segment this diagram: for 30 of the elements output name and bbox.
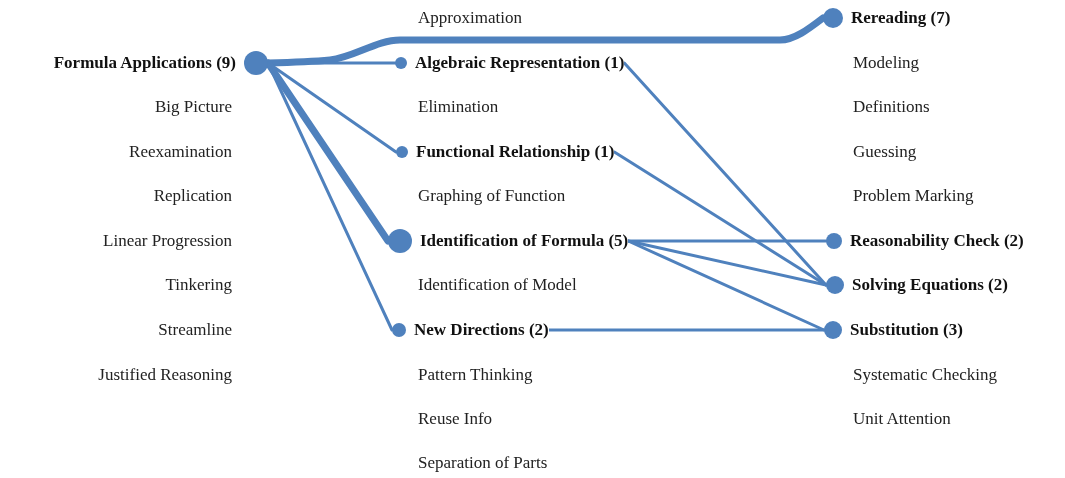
term-label: Reexamination (129, 142, 232, 162)
term-label: Separation of Parts (418, 453, 548, 473)
term-label: Streamline (158, 320, 232, 340)
term-label: Tinkering (165, 275, 232, 295)
term-label: Problem Marking (853, 186, 974, 206)
term-label: Modeling (853, 53, 920, 73)
category-label: Formula Applications (9) (53, 53, 236, 73)
term-label: Big Picture (155, 97, 232, 117)
term-label: Pattern Thinking (418, 365, 533, 385)
term-label: Definitions (853, 97, 930, 117)
category-label: Rereading (7) (851, 8, 951, 28)
term-label: Guessing (853, 142, 917, 162)
term-label: Systematic Checking (853, 365, 997, 385)
term-label: Unit Attention (853, 409, 951, 429)
category-label: Reasonability Check (2) (850, 231, 1024, 251)
term-label: Linear Progression (103, 231, 232, 251)
connector-line (547, 328, 826, 332)
category-label: Substitution (3) (850, 320, 963, 340)
term-label: Elimination (418, 97, 499, 117)
category-label: Solving Equations (2) (852, 275, 1008, 295)
category-label: Algebraic Representation (1) (415, 53, 625, 73)
term-label: Graphing of Function (418, 186, 566, 206)
term-label: Justified Reasoning (98, 365, 232, 385)
category-label: Identification of Formula (5) (420, 231, 629, 251)
category-label: New Directions (2) (414, 320, 549, 340)
term-label: Identification of Model (418, 275, 577, 295)
term-label: Replication (153, 186, 232, 206)
term-label: Approximation (418, 8, 522, 28)
term-label: Reuse Info (418, 409, 493, 429)
category-label: Functional Relationship (1) (416, 142, 615, 162)
